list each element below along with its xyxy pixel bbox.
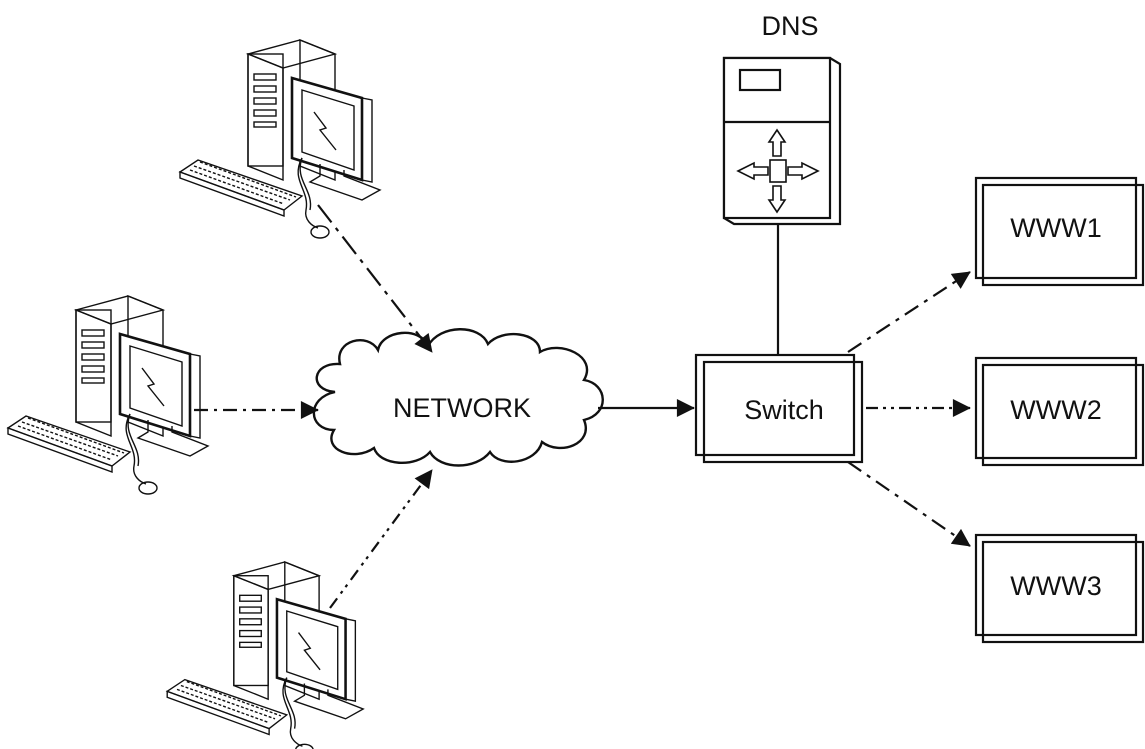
switch-label: Switch bbox=[744, 395, 824, 425]
arrow-top-client-to-network bbox=[317, 204, 433, 353]
server-label: WWW2 bbox=[1010, 395, 1101, 425]
router-arrows-icon bbox=[736, 128, 820, 214]
server-www3: WWW3 bbox=[974, 533, 1145, 644]
client-computer-middle bbox=[6, 294, 210, 496]
dns-label: DNS bbox=[761, 11, 818, 41]
client-computer-top bbox=[178, 38, 382, 240]
dns-server: DNS bbox=[722, 11, 842, 226]
arrow-switch-to-www3 bbox=[847, 461, 971, 547]
server-label: WWW3 bbox=[1010, 571, 1101, 601]
client-computer-bottom bbox=[165, 560, 365, 749]
server-www1: WWW1 bbox=[974, 176, 1145, 287]
network-label: NETWORK bbox=[393, 393, 531, 423]
arrow-bottom-client-to-network bbox=[329, 469, 433, 609]
server-www2: WWW2 bbox=[974, 356, 1145, 467]
arrow-switch-to-www1 bbox=[847, 271, 971, 353]
network-cloud: NETWORK bbox=[312, 328, 604, 467]
switch-box: Switch bbox=[694, 353, 864, 464]
server-label: WWW1 bbox=[1010, 213, 1101, 243]
